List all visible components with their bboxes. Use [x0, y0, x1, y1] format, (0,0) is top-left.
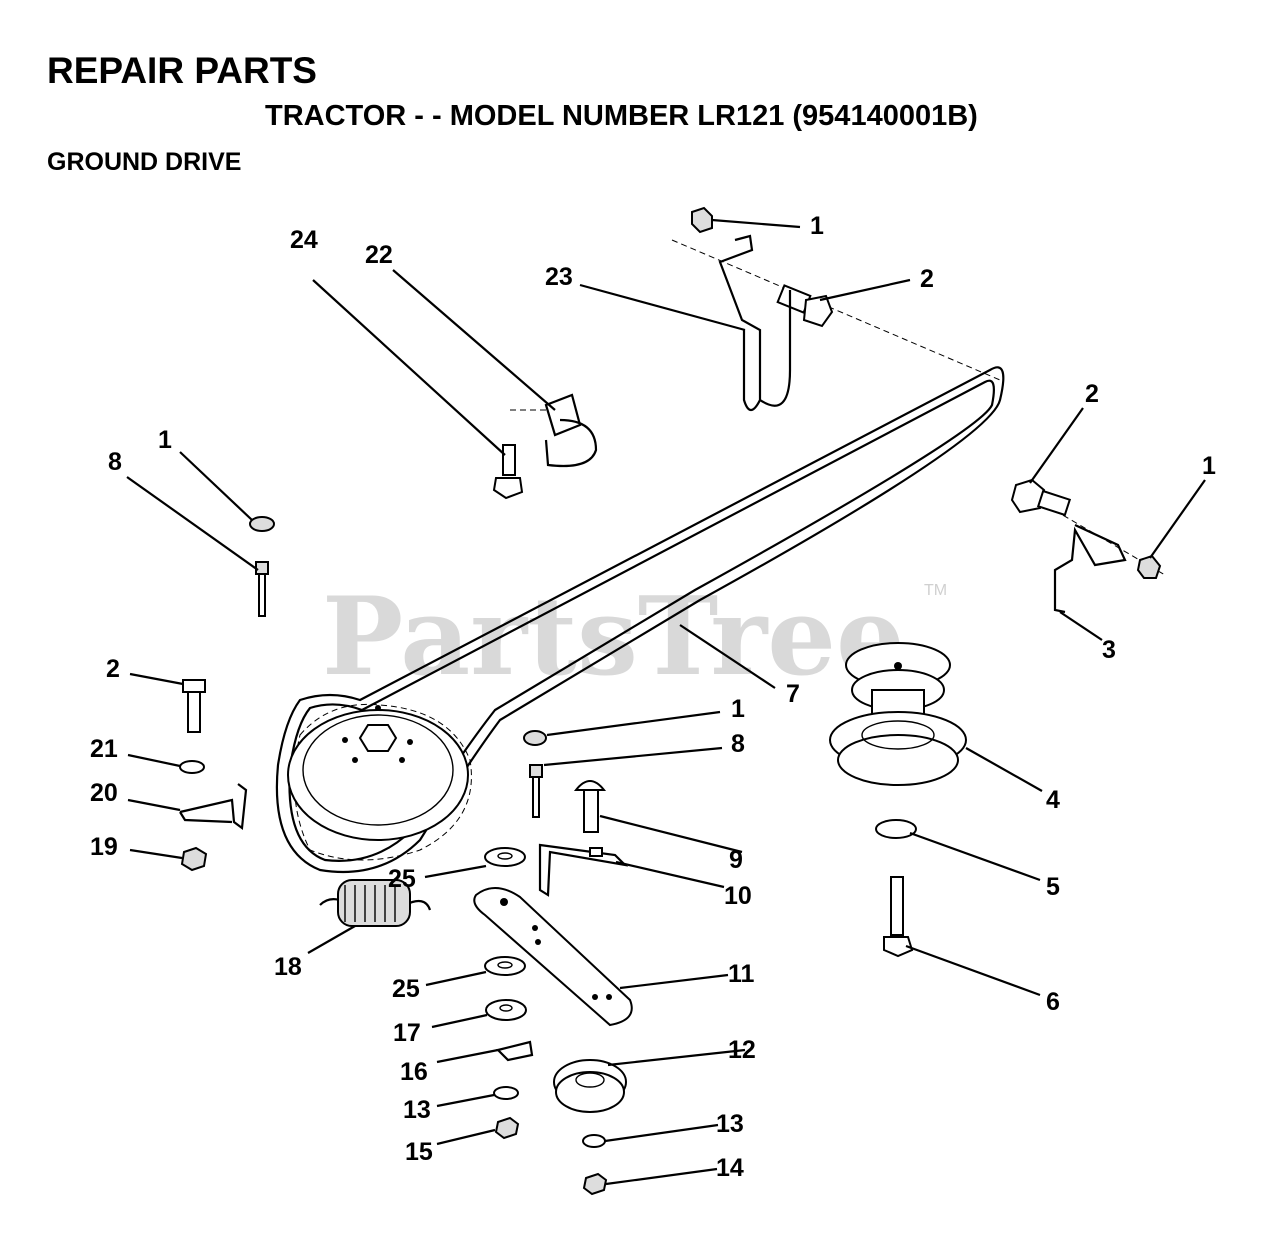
hex-bolt-2-top[interactable] — [776, 284, 834, 328]
hex-nut-1-left[interactable] — [249, 516, 275, 532]
hex-nut-1-right[interactable] — [1136, 554, 1162, 579]
lock-washer-5[interactable] — [875, 819, 917, 839]
hex-nut-1-top[interactable] — [671, 206, 1001, 381]
callout-18: 18 — [274, 953, 302, 981]
bracket-3[interactable] — [1053, 524, 1127, 614]
callout-8-center: 8 — [731, 730, 745, 758]
callout-11: 11 — [728, 960, 755, 988]
callout-15: 15 — [405, 1138, 433, 1166]
callout-8-left: 8 — [108, 448, 122, 476]
callout-25-top: 25 — [388, 865, 416, 893]
callout-5: 5 — [1046, 873, 1060, 901]
callout-1-top: 1 — [810, 212, 824, 240]
idler-pulley-12[interactable] — [553, 1059, 627, 1113]
washer-21[interactable] — [179, 760, 205, 774]
j-hook-22[interactable] — [544, 393, 598, 468]
callout-12: 12 — [728, 1036, 756, 1064]
clip-16[interactable] — [495, 1040, 534, 1062]
callout-20: 20 — [90, 779, 118, 807]
hex-nut-1-center[interactable] — [523, 730, 547, 746]
carriage-bolt-9[interactable] — [573, 780, 607, 833]
hex-nut-14[interactable] — [582, 1172, 608, 1196]
washer-13-right[interactable] — [582, 1134, 606, 1148]
callout-3: 3 — [1102, 636, 1116, 664]
callout-1-right: 1 — [1202, 452, 1216, 480]
callout-4: 4 — [1046, 786, 1060, 814]
callout-19: 19 — [90, 833, 118, 861]
callout-10: 10 — [724, 882, 752, 910]
hex-bolt-6[interactable] — [883, 876, 914, 958]
washer-17[interactable] — [485, 999, 527, 1021]
callout-23: 23 — [545, 263, 573, 291]
callout-13-right: 13 — [716, 1110, 744, 1138]
callout-2-top: 2 — [920, 265, 934, 293]
idler-arm-11[interactable] — [473, 887, 633, 1027]
model-subtitle: TRACTOR - - MODEL NUMBER LR121 (95414000… — [265, 100, 978, 132]
callout-24: 24 — [290, 226, 318, 254]
screw-24[interactable] — [492, 409, 546, 500]
bracket-10[interactable] — [538, 843, 629, 897]
leader-lines — [126, 218, 1206, 1186]
callout-6: 6 — [1046, 988, 1060, 1016]
spring-18[interactable] — [319, 879, 432, 927]
callout-1-center: 1 — [731, 695, 745, 723]
callout-9: 9 — [729, 846, 743, 874]
callout-2-left: 2 — [106, 655, 120, 683]
page-title: REPAIR PARTS — [47, 50, 317, 91]
callout-7: 7 — [786, 680, 800, 708]
callout-1-left: 1 — [158, 426, 172, 454]
drive-pulley[interactable] — [287, 705, 469, 841]
callout-2-right: 2 — [1085, 380, 1099, 408]
bushing-25-bottom[interactable] — [484, 956, 526, 976]
callout-13-left: 13 — [403, 1096, 431, 1124]
bushing-25-top[interactable] — [484, 847, 526, 867]
stud-8-center[interactable] — [529, 764, 543, 818]
hex-nut-15[interactable] — [494, 1116, 520, 1140]
callout-14: 14 — [716, 1154, 744, 1182]
callout-25-bottom: 25 — [392, 975, 420, 1003]
hex-bolt-2-left[interactable] — [182, 679, 206, 733]
callout-21: 21 — [90, 735, 118, 763]
lock-nut-19[interactable] — [180, 846, 208, 872]
washer-13-left[interactable] — [493, 1086, 519, 1100]
bracket-20[interactable] — [179, 783, 248, 831]
callout-16: 16 — [400, 1058, 428, 1086]
pulley-4[interactable] — [829, 642, 967, 786]
hook-bracket-23[interactable] — [718, 234, 792, 412]
watermark-text: PartsTree — [322, 574, 905, 700]
callout-22: 22 — [365, 241, 393, 269]
drive-belt[interactable] — [275, 366, 1005, 874]
callout-17: 17 — [393, 1019, 421, 1047]
section-title: GROUND DRIVE — [47, 148, 242, 176]
watermark-trademark: TM — [924, 582, 947, 599]
